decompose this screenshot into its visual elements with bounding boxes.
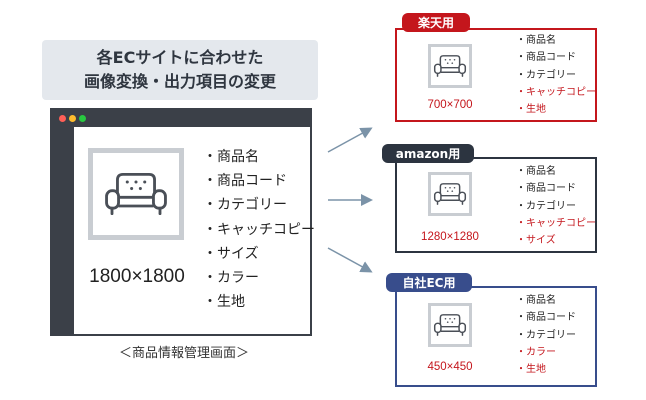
amazon-product-image xyxy=(428,172,472,216)
rakuten-field: ・カテゴリー xyxy=(516,69,576,81)
title-line-2: 画像変換・出力項目の変更 xyxy=(83,72,276,91)
diagram-title: 各ECサイトに合わせた 画像変換・出力項目の変更 xyxy=(42,40,318,100)
sofa-icon xyxy=(433,181,467,207)
own-ec-field-list: ・商品名 ・商品コード ・カテゴリー ・カラー ・生地 xyxy=(516,292,576,378)
amazon-field-highlight: ・キャッチコピー xyxy=(516,217,596,229)
source-field: ・キャッチコピー xyxy=(203,221,315,238)
rakuten-field-highlight: ・キャッチコピー xyxy=(516,86,596,98)
own-ec-field: ・カテゴリー xyxy=(516,329,576,341)
source-field-list: ・商品名 ・商品コード ・カテゴリー ・キャッチコピー ・サイズ ・カラー ・生… xyxy=(203,145,315,314)
own-ec-product-image xyxy=(428,303,472,347)
source-product-image xyxy=(88,148,184,240)
amazon-field-highlight: ・サイズ xyxy=(516,235,556,247)
source-caption: ＜商品情報管理画面＞ xyxy=(118,346,249,361)
amazon-image-size: 1280×1280 xyxy=(421,231,479,243)
source-field: ・カラー xyxy=(203,270,259,287)
source-image-size: 1800×1800 xyxy=(89,266,185,287)
rakuten-label: 楽天用 xyxy=(402,13,470,32)
source-field: ・カテゴリー xyxy=(203,197,287,214)
own-ec-field: ・商品コード xyxy=(516,312,576,324)
minimize-dot-icon xyxy=(69,115,76,122)
own-ec-field: ・商品名 xyxy=(516,295,556,306)
own-ec-label: 自社EC用 xyxy=(386,273,472,292)
own-ec-field-highlight: ・カラー xyxy=(516,346,556,358)
own-ec-image-size: 450×450 xyxy=(427,361,473,373)
arrow-to-own-ec xyxy=(327,247,373,273)
title-line-1: 各ECサイトに合わせた xyxy=(96,48,264,67)
own-ec-field-highlight: ・生地 xyxy=(516,364,546,376)
rakuten-field-list: ・商品名 ・商品コード ・カテゴリー ・キャッチコピー ・生地 xyxy=(516,32,596,118)
rakuten-field: ・商品名 xyxy=(516,35,556,46)
amazon-field: ・商品コード xyxy=(516,183,576,195)
source-field: ・商品コード xyxy=(203,173,287,190)
rakuten-field-highlight: ・生地 xyxy=(516,104,546,116)
source-field: ・生地 xyxy=(203,294,245,311)
rakuten-field: ・商品コード xyxy=(516,52,576,64)
maximize-dot-icon xyxy=(79,115,86,122)
rakuten-image-size: 700×700 xyxy=(427,99,473,111)
amazon-field: ・カテゴリー xyxy=(516,200,576,212)
sofa-icon xyxy=(433,53,467,79)
arrow-to-rakuten xyxy=(327,127,373,153)
source-field: ・サイズ xyxy=(203,245,259,262)
rakuten-product-image xyxy=(428,44,472,88)
window-titlebar xyxy=(52,110,310,127)
amazon-label: amazon用 xyxy=(382,144,474,163)
amazon-field-list: ・商品名 ・商品コード ・カテゴリー ・キャッチコピー ・サイズ xyxy=(516,163,596,249)
product-management-window xyxy=(50,108,312,336)
source-field: ・商品名 xyxy=(203,149,259,165)
close-dot-icon xyxy=(59,115,66,122)
sofa-icon xyxy=(433,312,467,338)
amazon-field: ・商品名 xyxy=(516,166,556,177)
window-sidebar xyxy=(52,127,74,334)
